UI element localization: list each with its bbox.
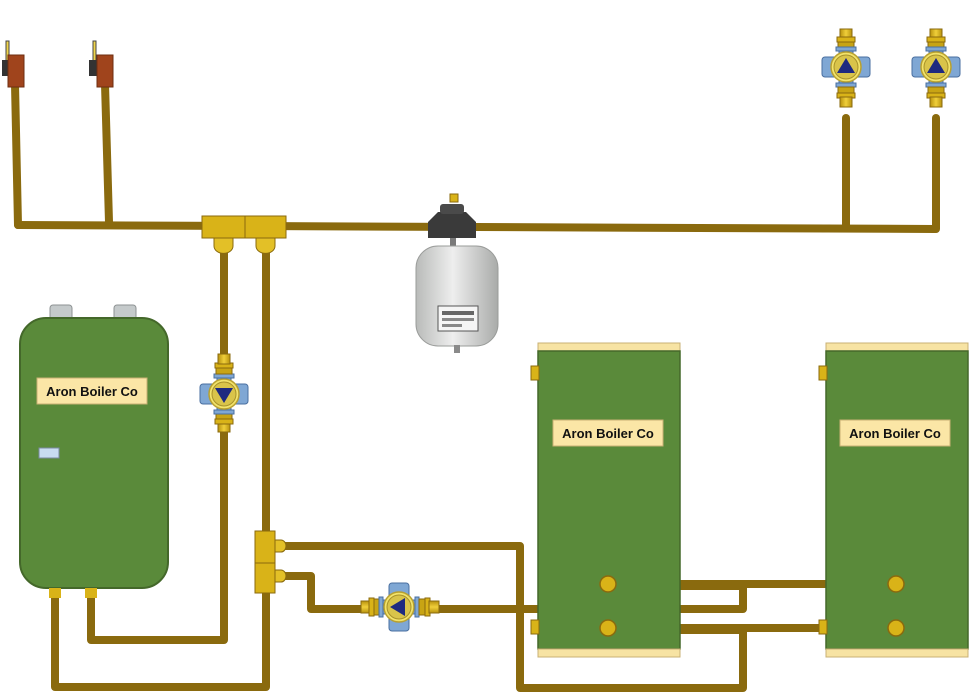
pump-icon[interactable] (360, 582, 440, 632)
tank-loop-tees (254, 530, 287, 594)
coil-ports (599, 575, 905, 637)
ball-valve-icon[interactable] (89, 40, 114, 88)
expansion-tank-icon[interactable] (415, 193, 499, 353)
tank-2-label-bg (839, 419, 951, 447)
header-tee-fittings (201, 215, 287, 254)
pipe-boiler-supply (87, 236, 228, 644)
boiler-icon: Aron Boiler Co (19, 304, 169, 598)
tank-2-label: Aron Boiler Co (849, 426, 941, 441)
boiler-label-bg (36, 377, 148, 405)
tank-1-label-bg (552, 419, 664, 447)
ball-valve-icon[interactable] (2, 40, 25, 88)
pump-icon[interactable] (821, 28, 871, 108)
storage-tank-icon: Aron Boiler Co (530, 342, 681, 658)
header-pipe (14, 221, 939, 233)
storage-tank-icon: Aron Boiler Co (818, 342, 969, 658)
pipe-valve-2 (101, 80, 113, 226)
pipe-boiler-return (51, 236, 270, 691)
pump-icon[interactable] (911, 28, 961, 108)
boiler-label: Aron Boiler Co (46, 384, 138, 399)
pipe-valve-1 (11, 80, 22, 229)
pump-icon[interactable] (199, 353, 249, 433)
tank-1-label: Aron Boiler Co (562, 426, 654, 441)
